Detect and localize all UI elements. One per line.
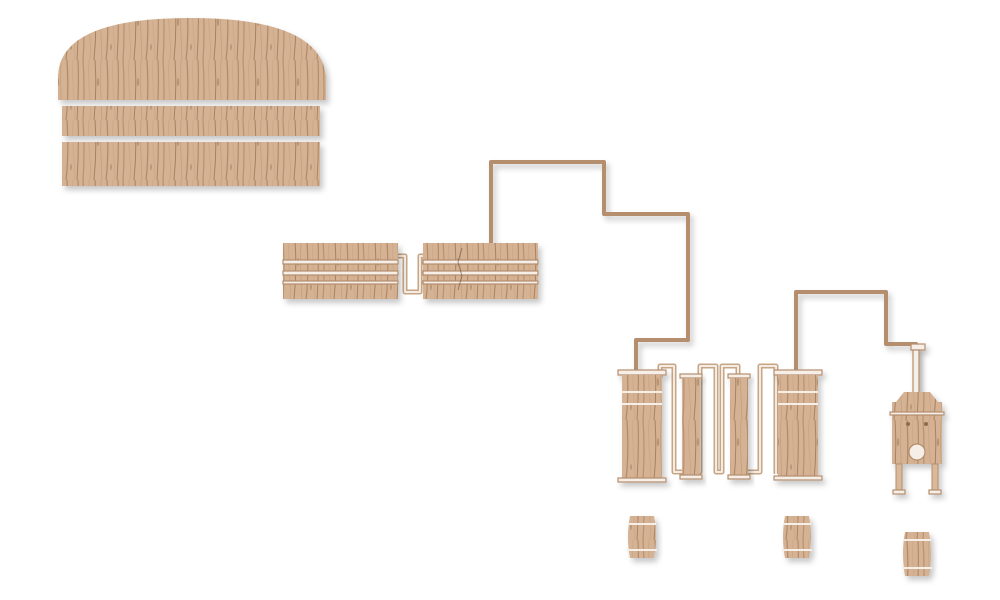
barrel-icon bbox=[782, 516, 812, 558]
pot-still-icon bbox=[890, 344, 944, 494]
condenser-2-body bbox=[730, 378, 748, 476]
silo-band-middle bbox=[62, 106, 320, 136]
column-icon bbox=[680, 374, 702, 479]
wash-still-body bbox=[622, 375, 662, 479]
grain-silo-icon bbox=[58, 18, 326, 186]
condenser-1-body bbox=[682, 378, 700, 476]
barrel-2-body bbox=[783, 516, 811, 558]
barrel-icon bbox=[627, 516, 657, 558]
vat-icon bbox=[283, 243, 398, 299]
silo-dome bbox=[58, 18, 326, 76]
column-icon bbox=[728, 374, 750, 479]
pipe-condenser-coil bbox=[660, 366, 776, 474]
pipe-network bbox=[296, 162, 917, 530]
pot-still-top bbox=[896, 392, 938, 402]
column-icon bbox=[618, 370, 666, 482]
barrel-3-body bbox=[903, 532, 931, 576]
column-icon bbox=[774, 370, 822, 480]
pot-still-porthole bbox=[909, 444, 925, 460]
silo-band-bottom bbox=[62, 142, 320, 186]
silo-band-top bbox=[58, 76, 326, 100]
vat-icon bbox=[423, 243, 538, 299]
barrel-1-body bbox=[628, 516, 656, 558]
barrel-icon bbox=[902, 532, 932, 576]
spirit-still-body bbox=[778, 375, 818, 477]
